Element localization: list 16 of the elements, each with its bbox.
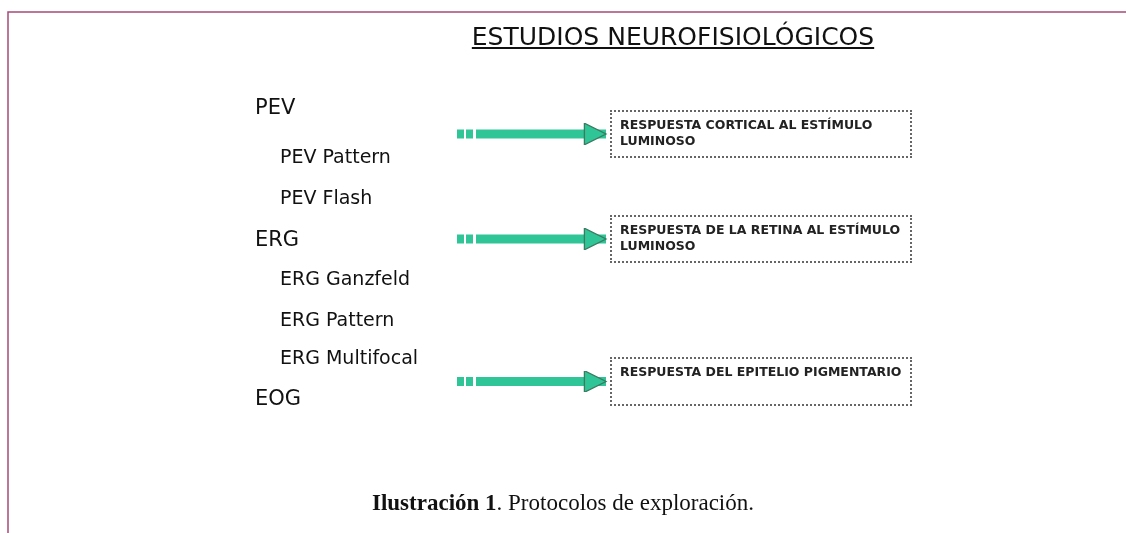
arrow: [457, 122, 607, 146]
diagram-title: ESTUDIOS NEUROFISIOLÓGICOS: [470, 22, 876, 51]
response-box: RESPUESTA DEL EPITELIO PIGMENTARIO: [610, 357, 912, 406]
study-label: ERG Multifocal: [280, 346, 419, 368]
arrow: [457, 227, 607, 251]
study-label: ERG Ganzfeld: [280, 267, 411, 289]
figure-caption: Ilustración 1. Protocolos de exploración.: [371, 490, 755, 516]
arrow: [457, 370, 607, 393]
study-label: PEV Pattern: [280, 145, 391, 167]
response-box: RESPUESTA CORTICAL AL ESTÍMULO LUMINOSO: [610, 110, 912, 158]
study-label: PEV: [255, 95, 296, 119]
study-label: PEV Flash: [280, 186, 373, 208]
study-label: ERG: [255, 227, 300, 251]
response-box: RESPUESTA DE LA RETINA AL ESTÍMULO LUMINOSO: [610, 215, 912, 263]
study-label: EOG: [255, 386, 302, 410]
study-label: ERG Pattern: [280, 308, 395, 330]
